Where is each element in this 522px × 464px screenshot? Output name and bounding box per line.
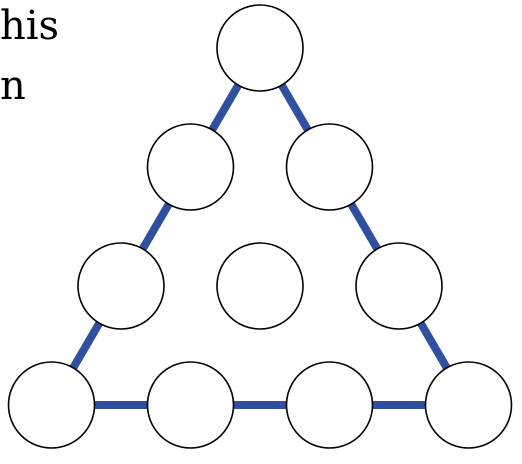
circle-node-r3-c2 [216,242,304,330]
circle-node-r4-c3 [285,361,374,449]
circle-node-r3-c1 [77,242,165,330]
circle-node-r3-c3 [355,242,443,330]
circle-nodes [7,4,513,449]
circle-node-r4-c4 [424,361,513,449]
perimeter-edges [48,45,472,409]
cropped-text-line-1: his [0,3,60,49]
cropped-text-line-2: n [0,63,26,109]
circle-node-r1-c1 [216,4,304,92]
circle-node-r2-c2 [285,123,374,211]
circle-node-r4-c2 [146,361,235,449]
circle-node-r2-c1 [146,123,235,211]
circle-node-r4-c1 [7,361,96,449]
